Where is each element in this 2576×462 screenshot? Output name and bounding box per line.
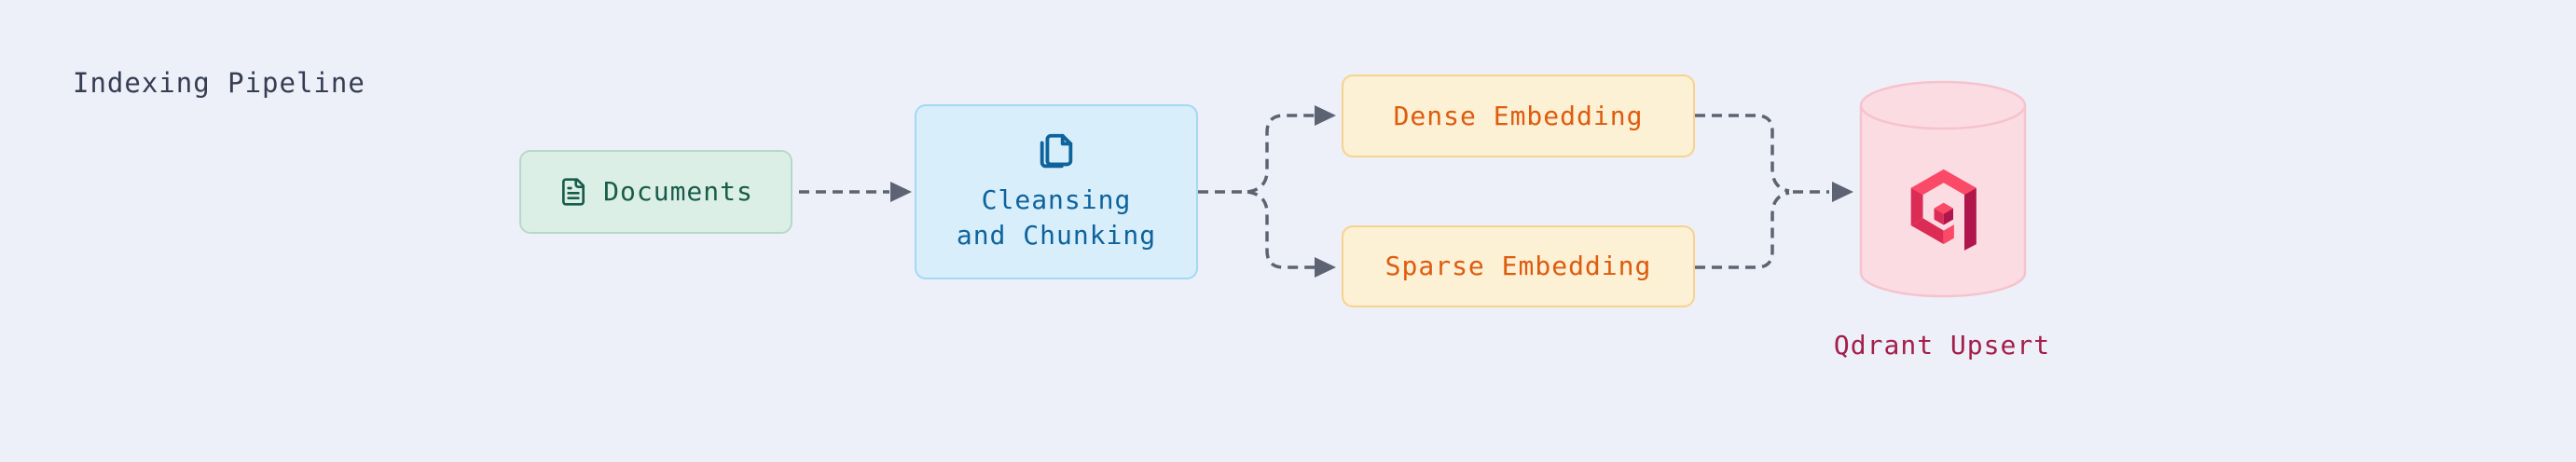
- node-label: Dense Embedding: [1393, 100, 1644, 131]
- arrowhead-icon: [1315, 105, 1336, 126]
- arrowhead-icon: [890, 182, 912, 202]
- node-dense-embedding: Dense Embedding: [1342, 75, 1695, 157]
- node-sparse-embedding: Sparse Embedding: [1342, 225, 1695, 307]
- arrowhead-icon: [1315, 257, 1336, 278]
- copy-icon: [1040, 133, 1073, 169]
- qdrant-upsert-label: Qdrant Upsert: [1833, 330, 2051, 360]
- diagram-title: Indexing Pipeline: [73, 67, 365, 99]
- edge-cleansing-to-dense: [1247, 114, 1315, 194]
- edge-dense-to-merge: [1695, 114, 1790, 193]
- node-label: Sparse Embedding: [1384, 251, 1652, 281]
- node-cleansing-and-chunking: Cleansing and Chunking: [915, 104, 1198, 279]
- edge-cleansing-to-sparse: [1247, 190, 1315, 269]
- database-cylinder-icon: [1859, 80, 2027, 298]
- arrowhead-icon: [1832, 182, 1853, 202]
- node-label: Cleansing and Chunking: [956, 184, 1157, 251]
- edge-sparse-to-merge: [1695, 191, 1790, 269]
- qdrant-logo-icon: [1910, 169, 1977, 251]
- file-text-icon: [562, 178, 585, 206]
- node-label: Documents: [603, 176, 753, 207]
- node-documents: Documents: [519, 150, 792, 234]
